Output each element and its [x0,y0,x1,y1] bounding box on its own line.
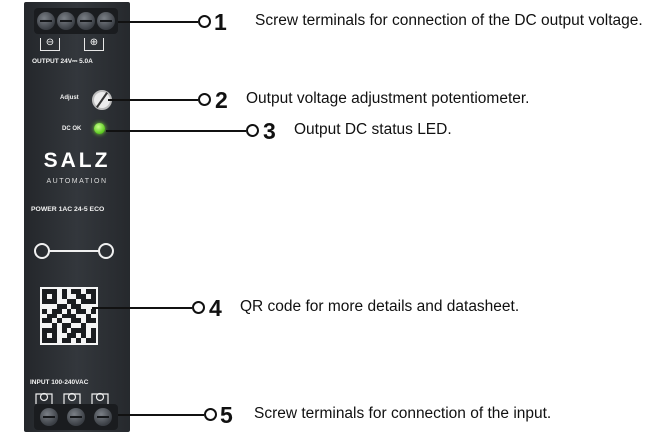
callout-number-2: 2 [215,87,228,113]
callout-line-3 [106,130,246,152]
output-screw-2 [57,12,75,30]
callout-number-1: 1 [214,9,227,35]
callout-marker-5 [204,408,217,421]
input-screw-3 [93,408,112,426]
callout-text-1: Screw terminals for connection of the DC… [255,12,643,29]
dc-ok-label: DC OK [62,126,82,132]
model-label: POWER 1AC 24-5 ECO [31,206,105,213]
callout-marker-2 [198,93,211,106]
callout-number-3: 3 [263,118,276,144]
minus-symbol: ⊖ [40,38,60,51]
output-rating-label: OUTPUT 24V⎓ 5.0A [32,58,93,65]
output-screw-4 [97,12,115,30]
input-screw-2 [66,408,85,426]
qr-code [40,287,98,345]
callout-text-5: Screw terminals for connection of the in… [254,405,552,422]
callout-line-5 [118,414,204,436]
brand-subtitle: AUTOMATION [46,178,108,185]
input-screw-1 [40,408,59,426]
output-screw-3 [77,12,95,30]
output-terminal-block [34,8,118,34]
callout-line-2 [108,99,198,121]
brand-logo: SALZ [43,149,111,172]
callout-text-4: QR code for more details and datasheet. [240,298,520,315]
output-screw-1 [37,12,55,30]
callout-number-4: 4 [209,295,222,321]
callout-number-5: 5 [220,402,233,428]
callout-marker-3 [246,124,259,137]
input-polarity-symbols [35,392,109,404]
callout-marker-4 [192,301,205,314]
callout-text-2: Output voltage adjustment potentiometer. [246,90,530,107]
input-terminal-block [34,404,118,430]
connector-symbol-icon [34,243,114,259]
callout-line-1 [118,21,198,43]
callout-text-3: Output DC status LED. [294,121,452,138]
dc-ok-led-icon [94,123,105,134]
callout-marker-1 [198,15,211,28]
input-rating-label: INPUT 100-240VAC [30,379,89,386]
callout-line-4 [92,307,192,329]
adjust-label: Adjust [60,95,79,101]
power-supply-device: ⊖ ⊕ OUTPUT 24V⎓ 5.0A Adjust DC OK SALZ A… [24,2,130,432]
plus-symbol: ⊕ [84,38,104,51]
